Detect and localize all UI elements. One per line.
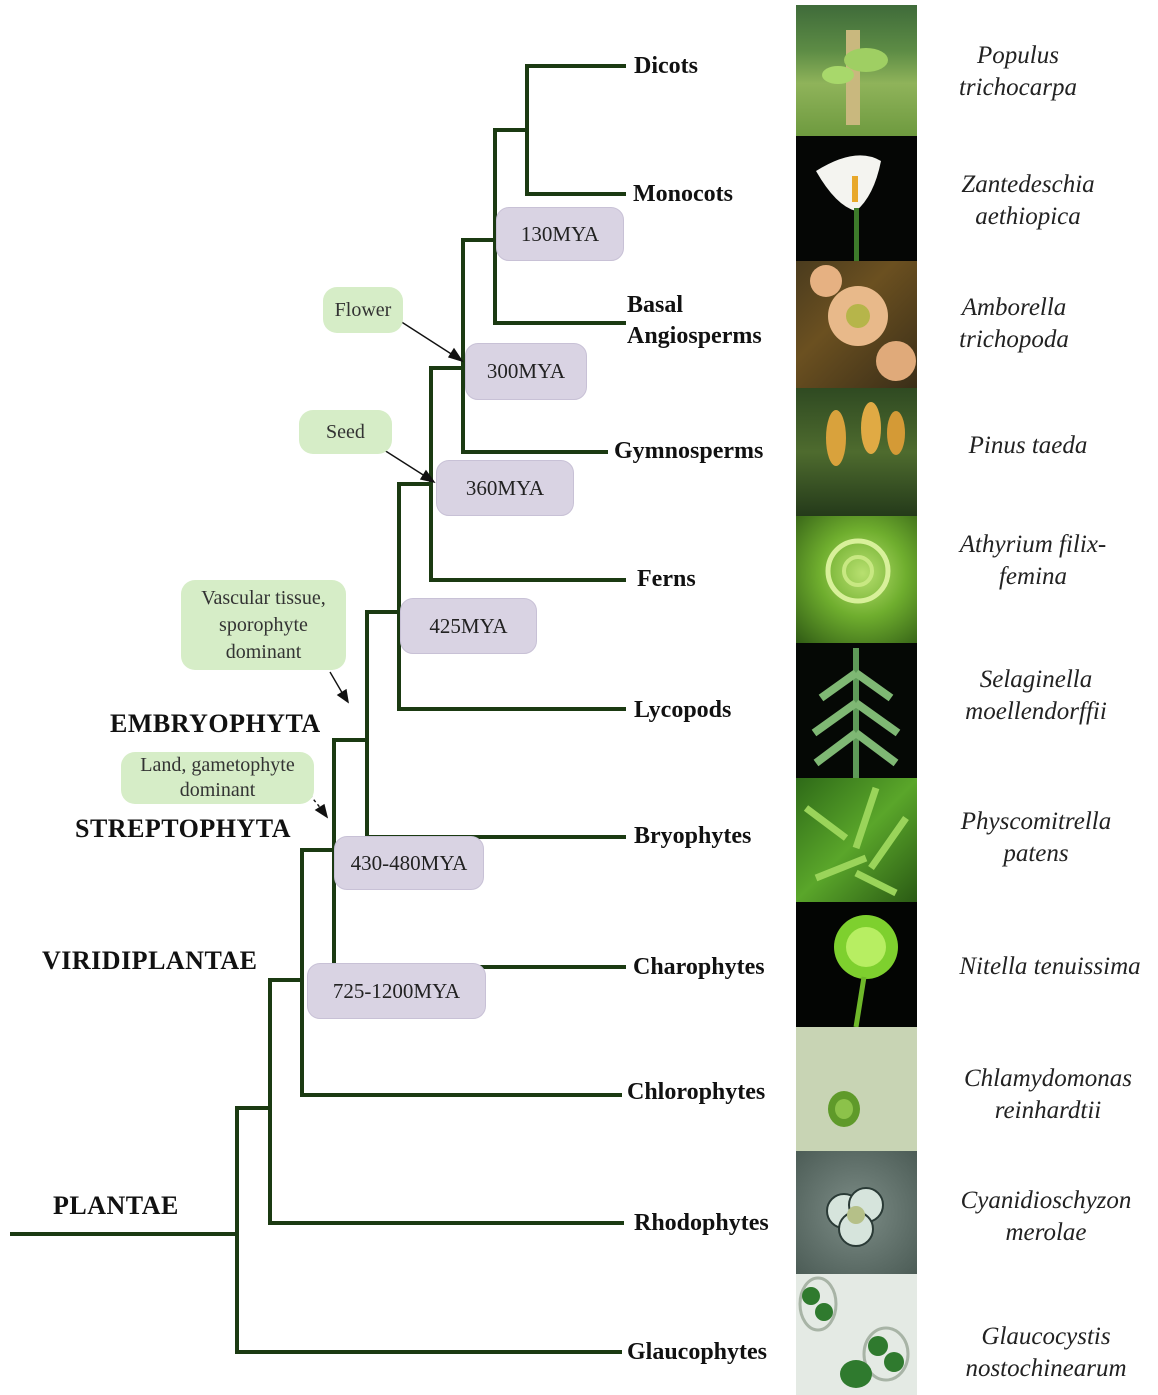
taxon-label-gymnosperms: Gymnosperms: [614, 436, 763, 467]
taxon-label-charophytes: Charophytes: [633, 952, 765, 983]
taxon-label-ferns: Ferns: [637, 564, 696, 595]
date-box-425mya: 425MYA: [400, 598, 537, 654]
arrowhead-vascular: [338, 690, 348, 702]
taxon-label-bryophytes: Bryophytes: [634, 821, 751, 852]
photo-amborella: [796, 261, 917, 388]
date-box-130mya: 130MYA: [496, 207, 624, 261]
photo-cyanidioschyzon: [796, 1151, 917, 1274]
arrowhead-flower: [449, 349, 462, 361]
innovation-note-vascular: Vascular tissue, sporophyte dominant: [181, 580, 346, 670]
photo-nitella: [796, 902, 917, 1027]
photo-physcomitrella: [796, 778, 917, 902]
taxon-label-glaucophytes: Glaucophytes: [627, 1337, 767, 1368]
arrow-flower: [400, 321, 456, 357]
species-label-chlamydomonas: Chlamydomonas reinhardtii: [945, 1063, 1151, 1127]
clade-label-plantae: PLANTAE: [53, 1191, 179, 1221]
species-label-physcomitrella: Physcomitrella patens: [945, 806, 1127, 870]
species-label-glaucocystis: Glaucocystis nostochinearum: [945, 1321, 1147, 1385]
species-label-nitella: Nitella tenuissima: [945, 951, 1155, 983]
taxon-label-dicots: Dicots: [634, 51, 698, 82]
taxon-label-rhodophytes: Rhodophytes: [634, 1208, 769, 1239]
species-label-athyrium: Athyrium filix-femina: [945, 529, 1121, 593]
date-box-725-1200mya: 725-1200MYA: [307, 963, 486, 1019]
innovation-note-land: Land, gametophyte dominant: [121, 752, 314, 804]
photo-populus: [796, 5, 917, 136]
species-label-pinus: Pinus taeda: [945, 430, 1111, 462]
photo-glaucocystis: [796, 1274, 917, 1395]
taxon-label-lycopods: Lycopods: [634, 695, 731, 726]
photo-selaginella: [796, 643, 917, 778]
date-box-300mya: 300MYA: [465, 343, 587, 400]
photo-athyrium: [796, 516, 917, 643]
species-label-amborella: Amborella trichopoda: [940, 292, 1088, 356]
species-label-zantedeschia: Zantedeschia aethiopica: [940, 169, 1116, 233]
species-label-cyanidioschyzon: Cyanidioschyzon merolae: [945, 1185, 1147, 1249]
innovation-note-flower: Flower: [323, 287, 403, 333]
date-box-430-480mya: 430-480MYA: [334, 836, 484, 890]
species-label-populus: Populus trichocarpa: [940, 40, 1096, 104]
taxon-label-chlorophytes: Chlorophytes: [627, 1077, 765, 1108]
arrow-seed: [384, 450, 428, 478]
clade-label-streptophyta: STREPTOPHYTA: [75, 814, 291, 844]
branch-monocots: [527, 66, 624, 194]
branch-glaucophytes: [237, 1108, 620, 1352]
innovation-note-seed: Seed: [299, 410, 392, 454]
photo-chlamydomonas: [796, 1027, 917, 1151]
photo-zantedeschia: [796, 136, 917, 261]
arrowhead-land: [316, 805, 327, 817]
clade-label-embryophyta: EMBRYOPHYTA: [110, 709, 321, 739]
taxon-label-monocots: Monocots: [633, 179, 733, 210]
photo-pinus: [796, 388, 917, 516]
clade-label-viridiplantae: VIRIDIPLANTAE: [42, 946, 258, 976]
species-label-selaginella: Selaginella moellendorffii: [945, 664, 1127, 728]
date-box-360mya: 360MYA: [436, 460, 574, 516]
